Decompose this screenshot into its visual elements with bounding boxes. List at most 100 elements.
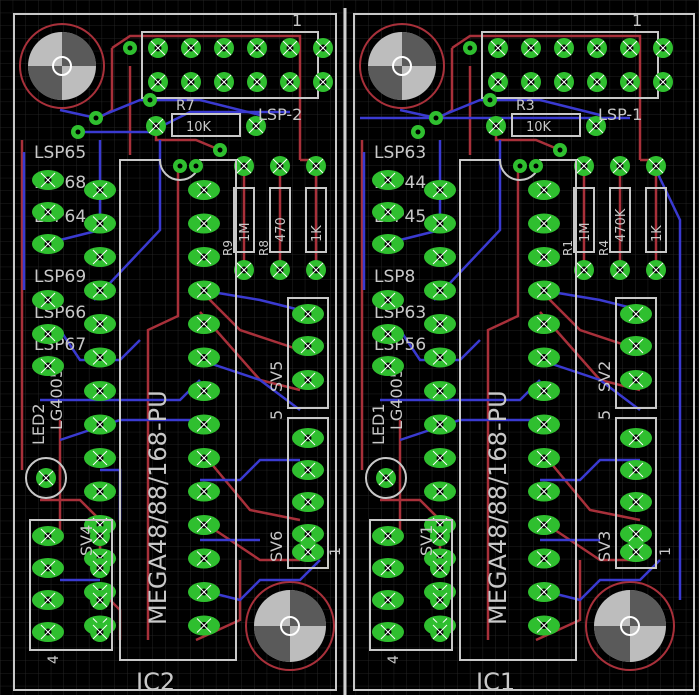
resistor-pad bbox=[486, 116, 506, 136]
ic-pad bbox=[528, 180, 560, 200]
ic-pad bbox=[424, 280, 456, 301]
ic-pad bbox=[528, 582, 560, 602]
resistor-name: R1 bbox=[561, 240, 575, 256]
sv-pad bbox=[32, 590, 64, 610]
ic-pad bbox=[188, 347, 220, 368]
header-pad bbox=[587, 38, 607, 58]
resistor-pad bbox=[234, 260, 254, 280]
sv-pad bbox=[90, 558, 110, 578]
sv-pad bbox=[292, 492, 324, 512]
resistor-body bbox=[269, 187, 291, 253]
ic-pad bbox=[188, 213, 220, 234]
ic-pad bbox=[188, 314, 220, 334]
via bbox=[71, 125, 85, 139]
header-pin1-label: 1 bbox=[292, 11, 302, 30]
sv-pad bbox=[32, 558, 64, 578]
mounting-hole-bottom bbox=[585, 581, 675, 671]
sv-right-pads bbox=[620, 304, 652, 562]
resistor-pad bbox=[146, 116, 166, 136]
sv-pad bbox=[620, 428, 652, 448]
resistor-r7-name: R7 bbox=[176, 98, 195, 114]
resistor-r7-value: 10K bbox=[186, 120, 212, 135]
ic-pad bbox=[188, 448, 220, 468]
resistor-pad bbox=[306, 260, 326, 280]
lsp-pad bbox=[32, 356, 64, 376]
sv-pad bbox=[32, 526, 64, 546]
lsp-2-label: LSP-2 bbox=[258, 105, 302, 124]
header-pad bbox=[313, 38, 333, 58]
sv-pad bbox=[292, 336, 324, 356]
ic-pad bbox=[188, 180, 220, 200]
header-pad bbox=[488, 38, 508, 58]
ic-pad bbox=[84, 481, 116, 502]
ic-pad bbox=[188, 582, 220, 602]
resistor-value: 470 bbox=[274, 217, 289, 242]
sv-left-pads bbox=[372, 526, 450, 642]
ic-outline bbox=[119, 159, 237, 661]
lsp-pad bbox=[32, 290, 64, 310]
via bbox=[429, 111, 443, 125]
sv-left-outline bbox=[29, 519, 113, 651]
ic-pad bbox=[528, 314, 560, 334]
header-pad bbox=[554, 72, 574, 92]
ic-pad bbox=[528, 414, 560, 435]
sv-pad bbox=[292, 370, 324, 390]
ic-pad bbox=[84, 347, 116, 368]
led-pad bbox=[36, 468, 56, 488]
sv-left-outline bbox=[369, 519, 453, 651]
header-pad bbox=[181, 72, 201, 92]
led-pad bbox=[376, 468, 396, 488]
ic-pad bbox=[84, 247, 116, 267]
sv-pad bbox=[372, 622, 404, 642]
header-pad bbox=[554, 38, 574, 58]
sv-pad bbox=[90, 526, 110, 546]
via bbox=[173, 159, 187, 173]
ic-pad bbox=[84, 448, 116, 468]
sv-left-number: 4 bbox=[386, 655, 402, 664]
mounting-hole-top bbox=[19, 23, 105, 109]
via bbox=[213, 143, 227, 157]
lsp-pad bbox=[32, 170, 64, 190]
ic-pad bbox=[424, 414, 456, 435]
ic-pad bbox=[188, 280, 220, 301]
header-pad bbox=[488, 72, 508, 92]
header-pad bbox=[247, 38, 267, 58]
ic-pad bbox=[528, 481, 560, 502]
resistor-pad bbox=[234, 156, 254, 176]
bottom-copper-traces bbox=[22, 98, 321, 602]
sv-lower-outline bbox=[615, 417, 657, 569]
lsp-pad bbox=[372, 290, 404, 310]
via bbox=[483, 93, 497, 107]
lsp-pad bbox=[32, 202, 64, 222]
lsp-label: LSP63 bbox=[374, 143, 426, 163]
header-pad bbox=[280, 72, 300, 92]
lsp-pads bbox=[32, 170, 64, 488]
via bbox=[529, 159, 543, 173]
mounting-hole-top bbox=[359, 23, 445, 109]
sv-upper-outline bbox=[615, 297, 657, 409]
resistor-r7-body bbox=[171, 113, 241, 137]
ic-name-label: IC1 bbox=[476, 668, 515, 695]
ic-pad bbox=[528, 381, 560, 401]
led-part: LG4005 bbox=[387, 368, 406, 430]
ic-pad bbox=[188, 381, 220, 401]
ic-pads bbox=[84, 180, 220, 636]
resistor-value: 470K bbox=[614, 208, 629, 242]
ic-pad bbox=[188, 247, 220, 267]
sv-upper-outline bbox=[287, 297, 329, 409]
lsp-label: LSP65 bbox=[34, 143, 86, 163]
resistor-pad bbox=[646, 156, 666, 176]
sv-pad bbox=[430, 558, 450, 578]
led-part: LG4005 bbox=[47, 368, 66, 430]
header-pads bbox=[486, 38, 673, 136]
resistor-body bbox=[233, 187, 255, 253]
sv-lower-outline bbox=[287, 417, 329, 569]
ic-pad bbox=[528, 280, 560, 301]
resistor-body bbox=[305, 187, 327, 253]
ic-pad bbox=[424, 247, 456, 267]
header-pad bbox=[653, 38, 673, 58]
board-outline bbox=[13, 13, 337, 691]
resistor-value: 1K bbox=[310, 225, 325, 242]
led-circle bbox=[25, 457, 67, 499]
